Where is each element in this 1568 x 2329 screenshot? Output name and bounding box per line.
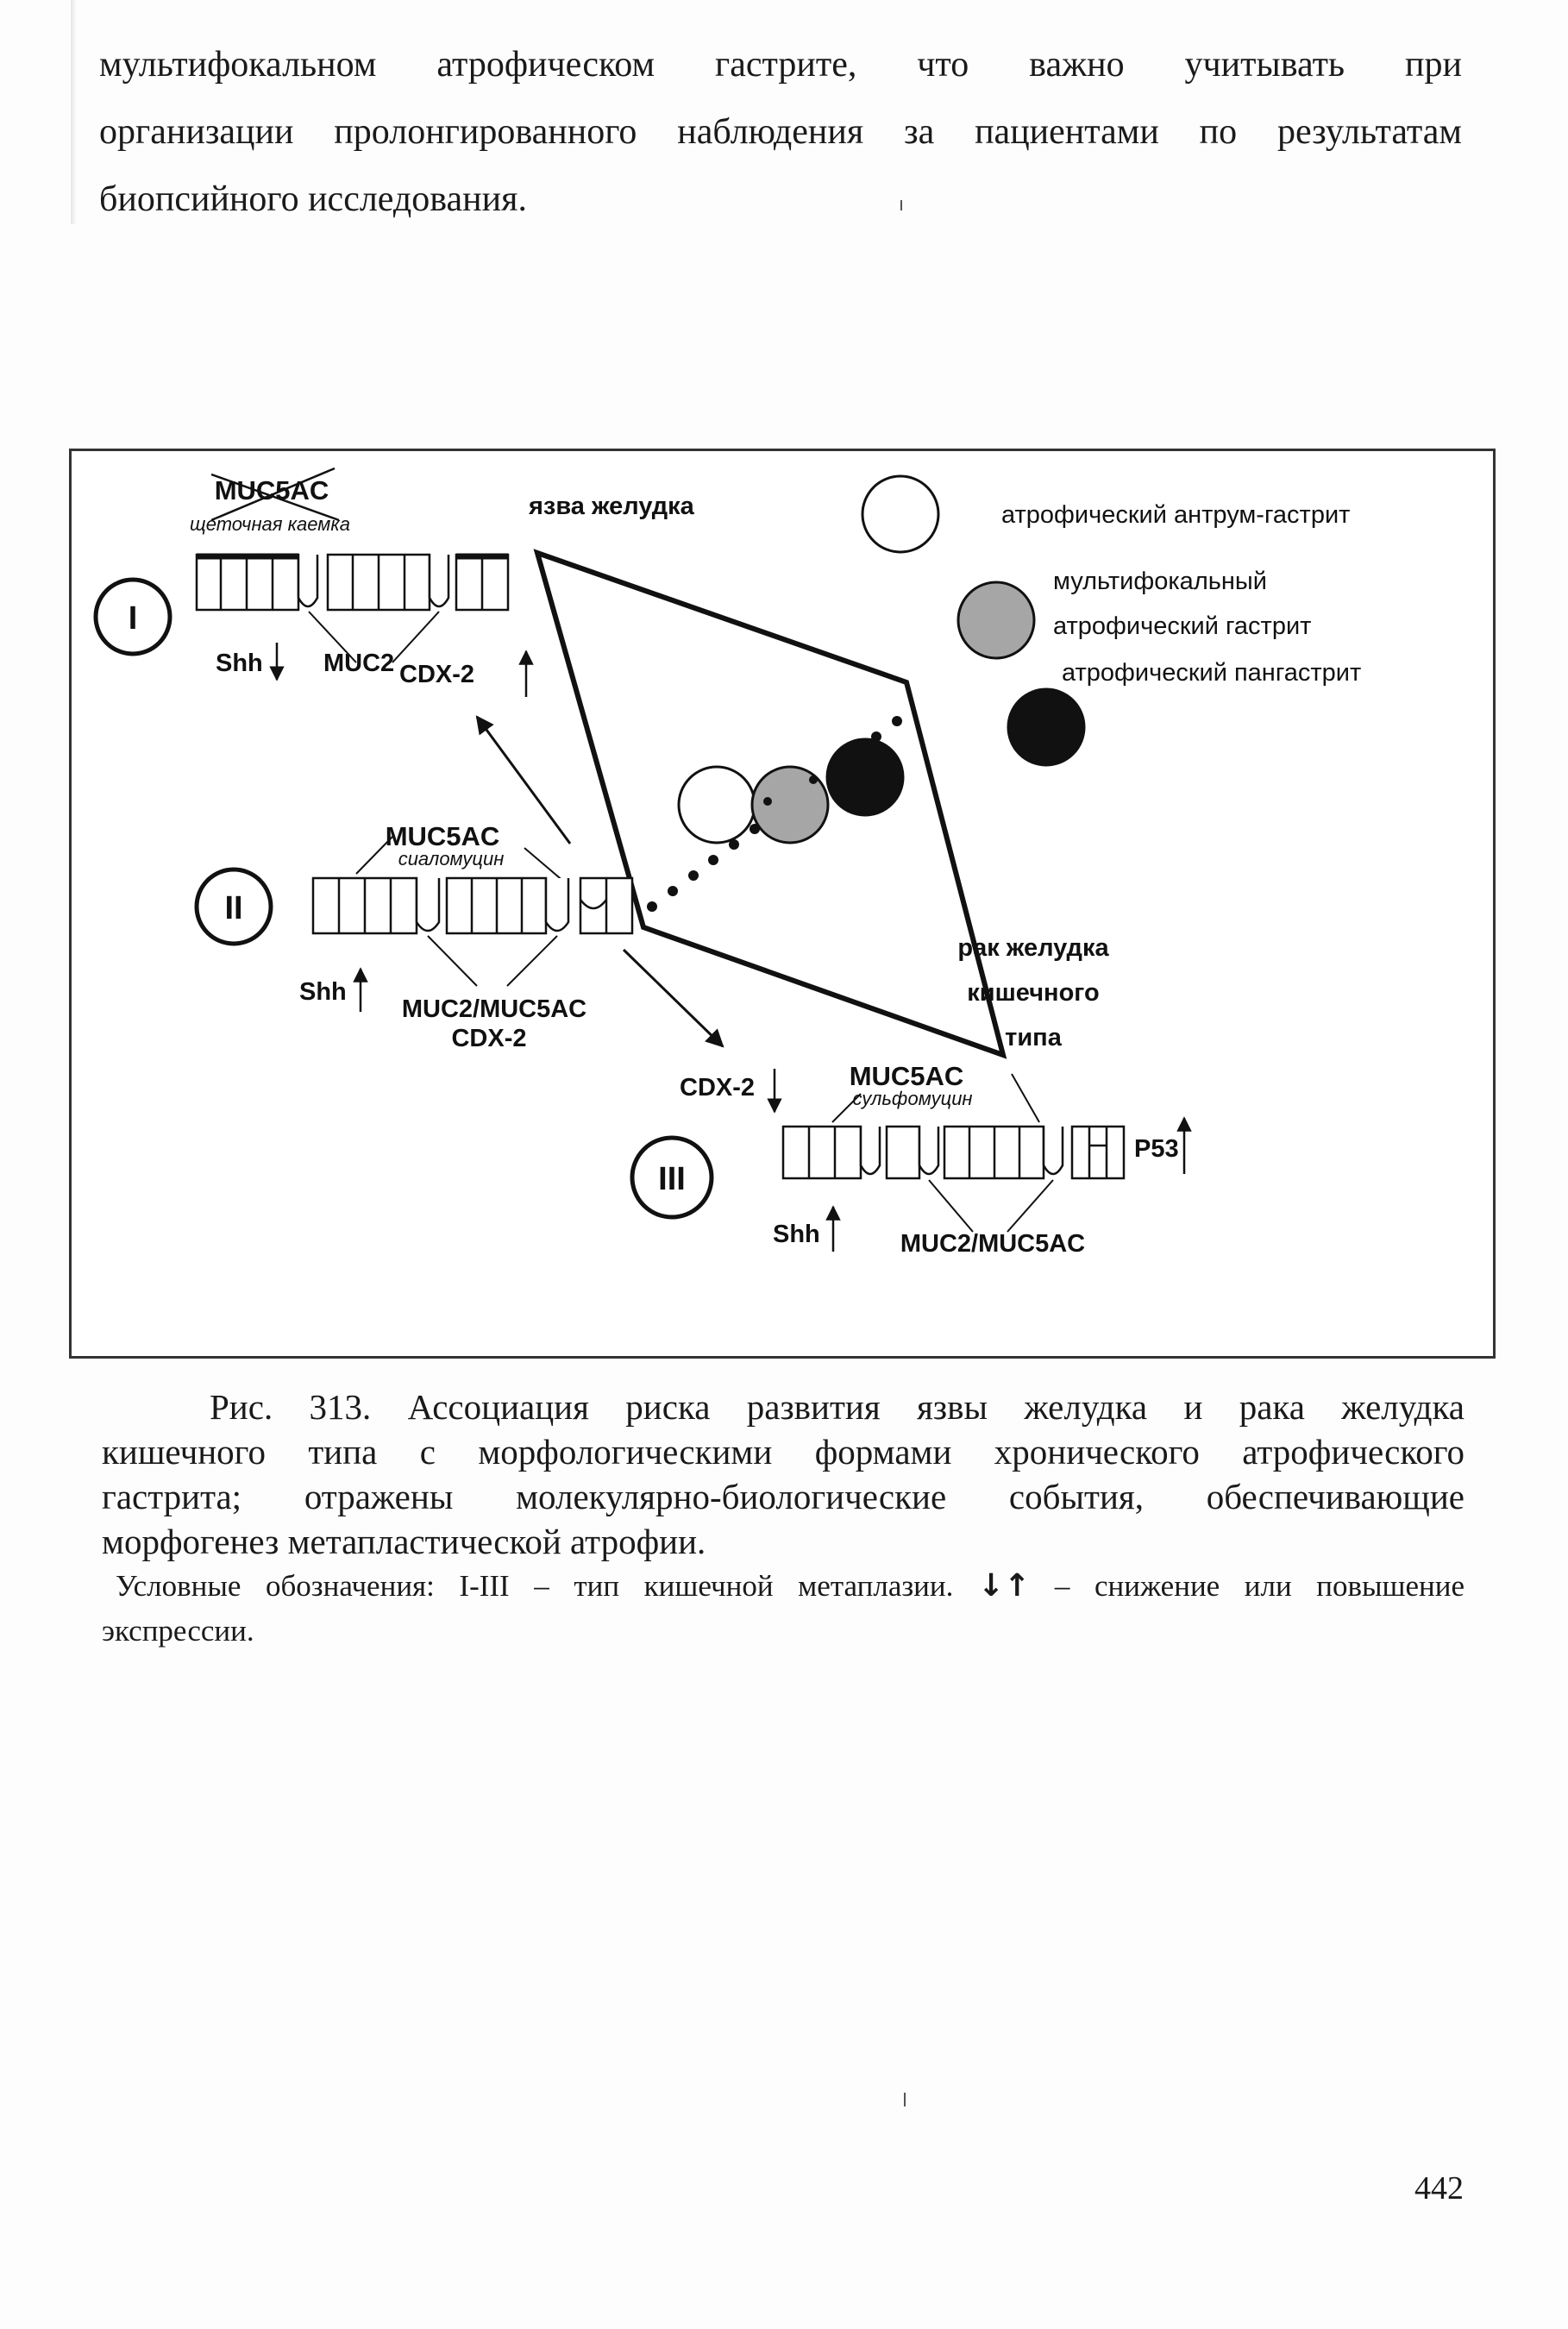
- type-3-numeral: III: [658, 1161, 686, 1197]
- type-2-numeral: II: [224, 890, 242, 926]
- cancer-label-line1: рак желудка: [957, 934, 1109, 962]
- scan-shadow: [71, 0, 76, 224]
- type-2-muc5ac-pointers: [355, 836, 566, 883]
- type-3-cdx2: CDX-2: [680, 1074, 755, 1102]
- body-paragraph: мультифокальном атрофическом гастрите, ч…: [99, 31, 1462, 233]
- type-3-p53: P53: [1134, 1135, 1179, 1163]
- type-3-shh: Shh: [773, 1221, 820, 1248]
- type-2-muc2-pointers: [427, 935, 558, 987]
- type-1-muc5ac-strike-b: [210, 467, 336, 522]
- type-1-muc5ac: MUC5AC: [215, 475, 329, 505]
- type-2-sialomucin: сиаломуцин: [398, 848, 505, 869]
- type-3-muc2-muc5ac: MUC2/MUC5AC: [900, 1230, 1085, 1258]
- ulcer-label: язва желудка: [528, 493, 695, 520]
- caption-line-4: морфогенез метапластической атрофии.: [102, 1522, 706, 1561]
- type-2-shh: Shh: [299, 978, 347, 1006]
- scan-speck: [900, 200, 902, 210]
- type-1-badge: [93, 577, 172, 656]
- type-2-badge: [194, 867, 273, 946]
- legend-note-start: Условные обозначения: I-III – тип кишечн…: [116, 1569, 954, 1603]
- legend-pangastritis-text: атрофический пангастрит: [1062, 659, 1361, 687]
- pangastritis-circle: [825, 738, 905, 817]
- type-1-brush-border: щеточная каемка: [190, 513, 350, 535]
- type-1-muc5ac-strike-a: [210, 473, 340, 522]
- type-3-sulfomucin: сульфомуцин: [852, 1088, 972, 1109]
- cancer-label-line3: типа: [1005, 1024, 1063, 1052]
- figure-diagram: язва желудка рак желудка кишечного типа …: [93, 467, 1361, 1258]
- figure-caption: Рис. 313. Ассоциация риска развития язвы…: [102, 1384, 1465, 1564]
- body-line-3: биопсийного исследования.: [99, 179, 527, 219]
- arrow-type2-to-type3: [622, 948, 724, 1048]
- legend-multifocal-circle: [956, 581, 1036, 660]
- type-2-cells: [311, 876, 634, 935]
- page-number: 442: [1414, 2170, 1464, 2207]
- body-line-1: мультифокальном атрофическом гастрите, ч…: [99, 45, 1462, 85]
- caption-line-1: Рис. 313. Ассоциация риска развития язвы…: [210, 1387, 1465, 1427]
- caption-line-3: гастрита; отражены молекулярно-биологиче…: [102, 1477, 1465, 1516]
- legend-note-line-1: Условные обозначения: I-III – тип кишечн…: [102, 1564, 1465, 1609]
- type-3-muc2-pointers: [928, 1179, 1054, 1233]
- type-2-muc2-muc5ac: MUC2/MUC5AC: [402, 995, 586, 1023]
- type-1-cdx2: CDX-2: [399, 661, 474, 688]
- type-2-cdx2: CDX-2: [451, 1025, 526, 1052]
- legend-pangastritis-circle: [1007, 687, 1086, 767]
- type-3-badge: [630, 1135, 714, 1220]
- body-line-2: организации пролонгированного наблюдения…: [99, 112, 1462, 152]
- type-1-cells: [195, 553, 510, 612]
- legend-antrum-text: атрофический антрум-гастрит: [1001, 501, 1350, 529]
- type-1-shh: Shh: [216, 650, 263, 677]
- type-3-muc5ac: MUC5AC: [850, 1061, 964, 1091]
- type-3-muc5ac-pointers: [831, 1073, 1040, 1123]
- type-2-muc5ac: MUC5AC: [386, 821, 500, 851]
- type-3-cells: [781, 1125, 1126, 1180]
- cancer-label-line2: кишечного: [967, 979, 1099, 1007]
- antrum-gastritis-circle: [677, 765, 756, 844]
- legend-antrum-circle: [861, 474, 940, 554]
- caption-line-2: кишечного типа с морфологическими формам…: [102, 1432, 1465, 1472]
- figure-313: язва желудка рак желудка кишечного типа …: [69, 449, 1496, 1359]
- legend-note: Условные обозначения: I-III – тип кишечн…: [102, 1564, 1465, 1654]
- type-1-muc2-pointers: [308, 611, 440, 663]
- risk-diamond: [533, 549, 1007, 1059]
- scan-speck: [904, 2093, 906, 2106]
- type-1-muc2: MUC2: [323, 650, 394, 677]
- down-up-arrows-icon: ↓↑: [977, 1568, 1031, 1604]
- legend-multifocal-text-1: мультифокальный: [1053, 568, 1267, 595]
- type-1-numeral: I: [129, 600, 138, 637]
- multifocal-gastritis-circle: [750, 765, 830, 844]
- legend-note-line-2: экспрессии.: [102, 1614, 254, 1648]
- legend-note-end: – снижение или повышение: [1054, 1569, 1465, 1603]
- arrow-type2-to-type1: [475, 715, 572, 844]
- legend-multifocal-text-2: атрофический гастрит: [1053, 612, 1311, 640]
